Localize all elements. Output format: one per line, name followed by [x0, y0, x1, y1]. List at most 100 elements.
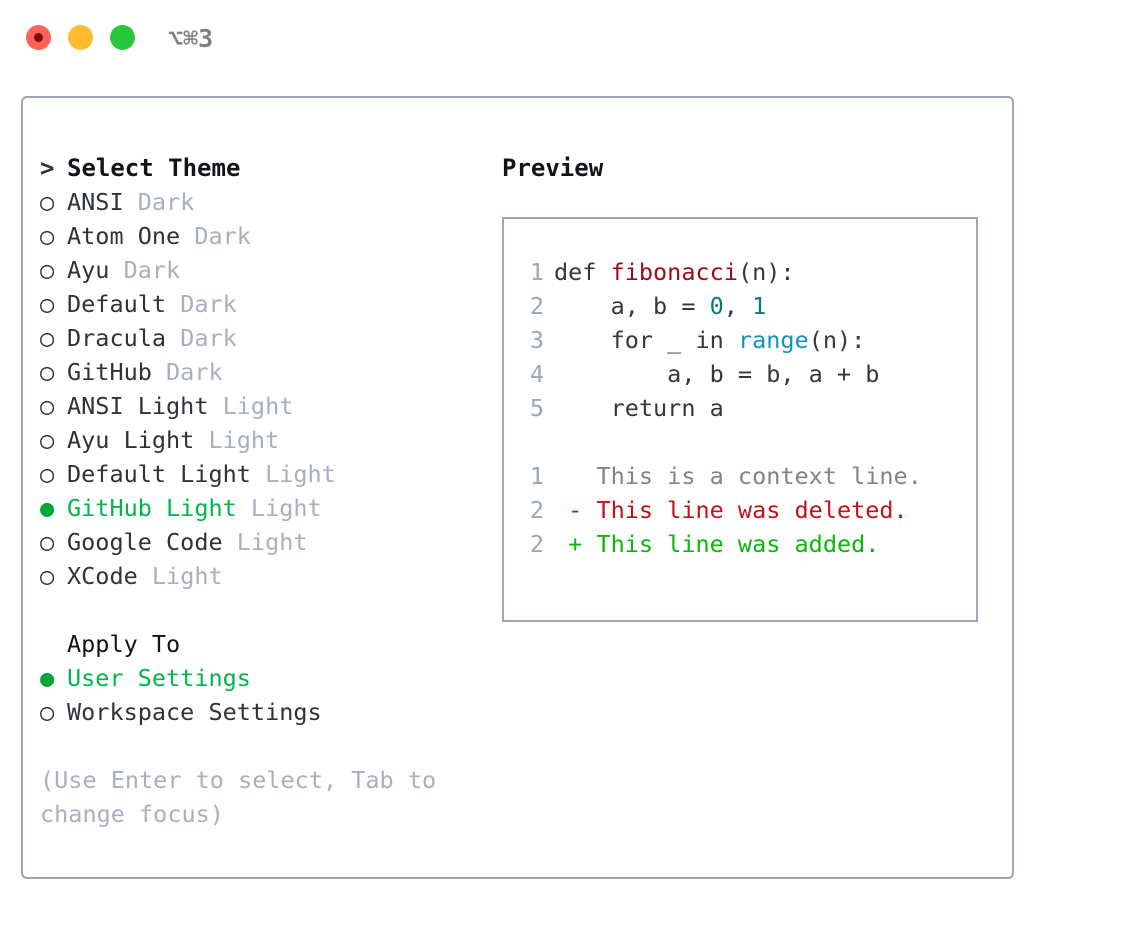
theme-name-label: Ayu Light: [67, 426, 195, 454]
code-token: This is a context line.: [554, 462, 922, 490]
radio-unselected-icon[interactable]: ○: [40, 460, 55, 488]
theme-list-item[interactable]: ○ Ayu Light Light: [40, 423, 480, 457]
maximize-window-button[interactable]: [110, 25, 135, 50]
diff-line: 2 - This line was deleted.: [504, 493, 976, 527]
theme-list-item[interactable]: ○Default Light Light: [40, 457, 480, 491]
theme-variant-label: Light: [222, 528, 308, 556]
keyboard-hint-text: (Use Enter to select, Tab to change focu…: [40, 766, 451, 828]
diff-line: 2 + This line was added.: [504, 527, 976, 561]
apply-to-item[interactable]: ○ Workspace Settings: [40, 695, 480, 729]
main-panel: >Select Theme ○ANSI Dark○Atom One Dark○A…: [21, 96, 1014, 879]
theme-list-item[interactable]: ○ Dracula Dark: [40, 321, 480, 355]
radio-unselected-icon[interactable]: ○: [40, 222, 55, 250]
theme-name-label: Default: [67, 290, 167, 318]
theme-list-item[interactable]: ○XCode Light: [40, 559, 480, 593]
line-number: 5: [529, 394, 544, 422]
code-token: return a: [554, 394, 724, 422]
minimize-window-button[interactable]: [68, 25, 93, 50]
theme-list-item[interactable]: ○ Google Code Light: [40, 525, 480, 559]
line-number: 2: [529, 292, 544, 320]
apply-to-label: User Settings: [67, 664, 251, 692]
code-token: a, b =: [554, 292, 710, 320]
theme-variant-label: Dark: [166, 324, 237, 352]
theme-list-item[interactable]: ○ Default Dark: [40, 287, 480, 321]
theme-list[interactable]: ○ ANSI Dark ○ Atom One Dark ○ Ayu Dark ○ Defaul…: [40, 185, 480, 593]
theme-name-label: Dracula: [67, 324, 167, 352]
line-number: 2: [529, 530, 544, 558]
theme-variant-label: Light: [137, 562, 223, 590]
code-token: def: [554, 258, 611, 286]
radio-selected-icon[interactable]: ●: [40, 664, 55, 692]
code-token: a, b = b, a + b: [554, 360, 880, 388]
apply-to-item[interactable]: ● User Settings: [40, 661, 480, 695]
radio-unselected-icon[interactable]: ○: [40, 392, 55, 420]
theme-variant-label: Dark: [180, 222, 251, 250]
theme-name-label: ANSI: [67, 188, 124, 216]
theme-list-item[interactable]: ○ Ayu Dark: [40, 253, 480, 287]
preview-title: Preview: [502, 154, 604, 182]
theme-selector-column: >Select Theme ○ANSI Dark○Atom One Dark○A…: [40, 151, 480, 831]
code-token: + This line was added.: [554, 530, 880, 558]
list-spacer: [40, 593, 480, 627]
radio-selected-icon[interactable]: ●: [40, 494, 55, 522]
theme-variant-label: Dark: [109, 256, 181, 284]
code-token: 1: [752, 292, 767, 320]
theme-name-label: GitHub Light: [67, 494, 237, 522]
theme-name-label: Ayu: [67, 256, 110, 284]
theme-variant-label: Light: [236, 494, 322, 522]
code-line: 4 a, b = b, a + b: [504, 357, 976, 391]
theme-list-item[interactable]: ● GitHub Light Light: [40, 491, 480, 525]
code-token: range: [737, 326, 809, 354]
line-number: 3: [529, 326, 544, 354]
theme-list-item[interactable]: ○ ANSI Dark: [40, 185, 480, 219]
line-number: 4: [529, 360, 544, 388]
apply-to-marker-placeholder: ○: [40, 627, 67, 661]
code-token: 0: [709, 292, 724, 320]
code-line: 2 a, b = 0, 1: [504, 289, 976, 323]
theme-name-label: Default Light: [67, 460, 251, 488]
close-window-button[interactable]: [26, 25, 51, 50]
theme-list-item[interactable]: ○ Atom One Dark: [40, 219, 480, 253]
radio-unselected-icon[interactable]: ○: [40, 528, 55, 556]
theme-list-item[interactable]: ○ ANSI Light Light: [40, 389, 480, 423]
radio-unselected-icon[interactable]: ○: [40, 290, 55, 318]
theme-variant-label: Light: [208, 392, 294, 420]
code-token: for _ in: [554, 326, 738, 354]
select-theme-header: > Select Theme: [40, 151, 480, 185]
code-token: fibonacci: [610, 258, 738, 286]
apply-to-list[interactable]: ● User Settings ○ Workspace Settings: [40, 661, 480, 729]
select-theme-title: Select Theme: [67, 154, 241, 182]
radio-unselected-icon[interactable]: ○: [40, 358, 55, 386]
radio-unselected-icon[interactable]: ○: [40, 426, 55, 454]
radio-unselected-icon[interactable]: ○: [40, 562, 55, 590]
apply-to-label: Workspace Settings: [67, 698, 322, 726]
diff-line: 1 This is a context line.: [504, 459, 976, 493]
radio-unselected-icon[interactable]: ○: [40, 256, 55, 284]
code-line: 5 return a: [504, 391, 976, 425]
theme-variant-label: Dark: [151, 358, 223, 386]
theme-variant-label: Dark: [123, 188, 195, 216]
theme-name-label: Google Code: [67, 528, 223, 556]
theme-name-label: ANSI Light: [67, 392, 209, 420]
theme-name-label: Atom One: [67, 222, 181, 250]
code-token: (n):: [737, 258, 795, 286]
code-line: 3 for _ in range(n):: [504, 323, 976, 357]
line-number: 1: [529, 462, 544, 490]
theme-variant-label: Light: [194, 426, 280, 454]
apply-to-title: Apply To: [67, 630, 181, 658]
traffic-light-group: [26, 25, 135, 50]
code-token: - This line was deleted.: [554, 496, 908, 524]
code-token: ,: [723, 292, 753, 320]
prompt-caret-icon: >: [40, 154, 55, 182]
theme-variant-label: Dark: [166, 290, 237, 318]
preview-gap: [504, 425, 976, 459]
theme-list-item[interactable]: ○GitHub Dark: [40, 355, 480, 389]
diff-sample: 1 This is a context line.2 - This line w…: [504, 459, 976, 561]
radio-unselected-icon[interactable]: ○: [40, 188, 55, 216]
radio-unselected-icon[interactable]: ○: [40, 698, 55, 726]
radio-unselected-icon[interactable]: ○: [40, 324, 55, 352]
